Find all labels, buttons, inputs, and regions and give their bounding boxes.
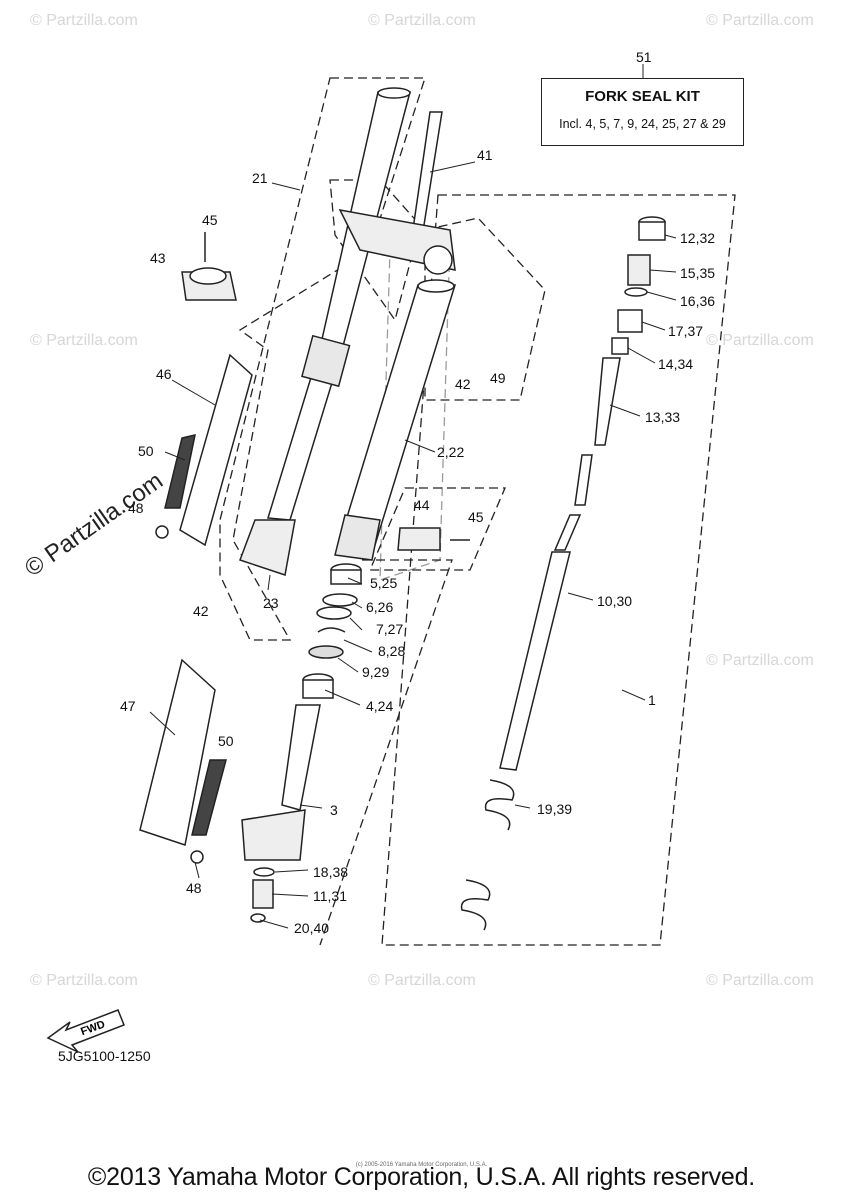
callout-15-35: 15,35 [680, 265, 715, 281]
callout-42-lower: 42 [193, 603, 209, 619]
callout-23: 23 [263, 595, 279, 611]
callout-50-lower: 50 [218, 733, 234, 749]
lower-clamp [181, 232, 237, 301]
watermark-group: © Partzilla.com © Partzilla.com © Partzi… [30, 12, 814, 989]
diagram-code: 5JG5100-1250 [58, 1048, 151, 1064]
watermark-text: © Partzilla.com [706, 972, 814, 989]
brake-clamp-outline [369, 487, 506, 571]
damper-group-outline [381, 194, 736, 946]
tiny-copyright: (c) 2005-2016 Yamaha Motor Corporation, … [355, 1162, 488, 1168]
callout-43: 43 [150, 250, 166, 266]
callout-18-38: 18,38 [313, 864, 348, 880]
watermark-text: © Partzilla.com [30, 332, 138, 349]
callout-50: 50 [138, 443, 154, 459]
copyright-notice: ©2013 Yamaha Motor Corporation, U.S.A. A… [87, 1163, 756, 1191]
callout-10-30: 10,30 [597, 593, 632, 609]
brand-decal-text: YAMAHA [228, 770, 248, 814]
watermark-text: © Partzilla.com [706, 12, 814, 29]
brake-hose-clamp [397, 527, 470, 551]
seal-stack [302, 563, 362, 699]
callout-14-34: 14,34 [658, 356, 693, 372]
callout-3: 3 [330, 802, 338, 818]
inner-tube [334, 279, 457, 561]
callout-45-brake: 45 [468, 509, 484, 525]
seal-stack-outline [319, 559, 453, 946]
callout-20-40: 20,40 [294, 920, 329, 936]
callout-8-28: 8,28 [378, 643, 405, 659]
lower-fork-guard [139, 658, 227, 864]
kit-title: FORK SEAL KIT [585, 88, 700, 105]
watermark-text: © Partzilla.com [368, 972, 476, 989]
fork-seal-kit-box: FORK SEAL KIT Incl. 4, 5, 7, 9, 24, 25, … [541, 78, 744, 146]
callout-11-31: 11,31 [313, 888, 347, 904]
base-valve-parts [250, 867, 275, 923]
callout-4-24: 4,24 [366, 698, 393, 714]
callout-42: 42 [455, 376, 471, 392]
callout-47: 47 [120, 698, 136, 714]
callout-5-25: 5,25 [370, 575, 397, 591]
kit-description: Incl. 4, 5, 7, 9, 24, 25, 27 & 29 [559, 117, 726, 131]
steering-stem [338, 111, 456, 275]
watermark-text: © Partzilla.com [706, 652, 814, 669]
upper-fork-guard [155, 353, 253, 547]
fwd-arrow-icon: FWD [46, 1009, 125, 1053]
callout-48: 48 [128, 500, 144, 516]
callout-17-37: 17,37 [668, 323, 703, 339]
callout-48-lower: 48 [186, 880, 202, 896]
callout-6-26: 6,26 [366, 599, 393, 615]
callout-16-36: 16,36 [680, 293, 715, 309]
watermark-text: © Partzilla.com [706, 332, 814, 349]
callout-51: 51 [636, 49, 652, 65]
guard-bracket-outline [424, 217, 546, 401]
callout-19-39: 19,39 [537, 801, 572, 817]
callout-13-33: 13,33 [645, 409, 680, 425]
callout-21: 21 [252, 170, 268, 186]
damper-assembly [460, 216, 666, 931]
watermark-text: © Partzilla.com [30, 972, 138, 989]
watermark-text: © Partzilla.com [30, 12, 138, 29]
clamp-group-outline [329, 179, 421, 322]
callout-45: 45 [202, 212, 218, 228]
callout-7-27: 7,27 [376, 621, 403, 637]
callout-1: 1 [648, 692, 656, 708]
callout-12-32: 12,32 [680, 230, 715, 246]
leader-lines [149, 64, 677, 929]
lower-fork-leg [241, 704, 321, 861]
callout-labels: 51 21 41 45 43 12,32 15,35 16,36 17,37 1… [120, 49, 715, 936]
callout-2-22: 2,22 [437, 444, 464, 460]
callout-46: 46 [156, 366, 172, 382]
callout-44: 44 [414, 497, 430, 513]
callout-9-29: 9,29 [362, 664, 389, 680]
callout-49: 49 [490, 370, 506, 386]
watermark-text: © Partzilla.com [368, 12, 476, 29]
callout-41: 41 [477, 147, 493, 163]
outer-tube-group-outline [219, 77, 426, 641]
